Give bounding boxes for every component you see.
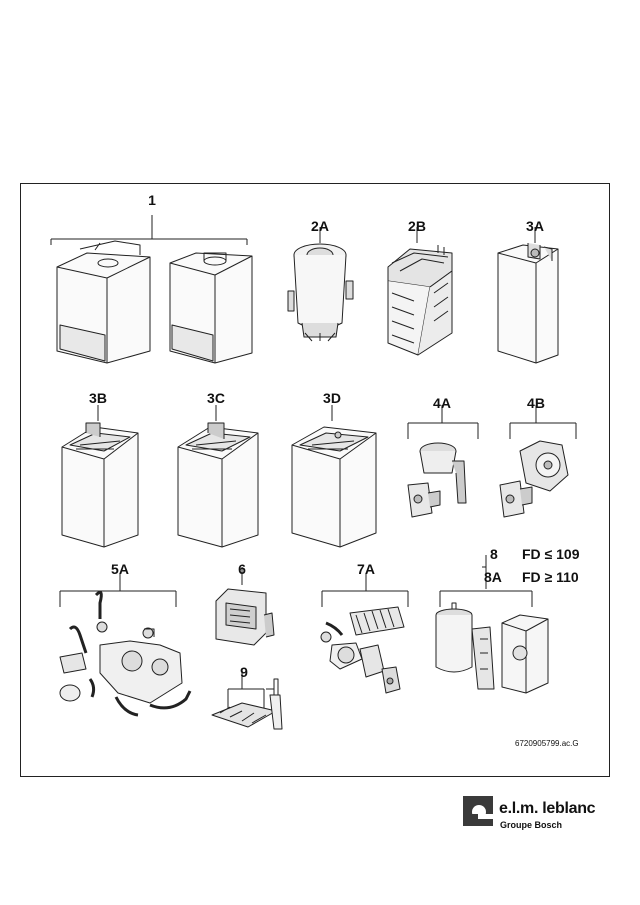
label-part-1: 1 <box>148 192 156 208</box>
label-part-3c: 3C <box>207 390 225 406</box>
part-4b-fan-valve <box>499 405 577 518</box>
logo-subtitle: Groupe Bosch <box>500 820 563 830</box>
label-part-4b: 4B <box>527 395 545 411</box>
brand-logo: e.l.m. leblanc Groupe Bosch <box>463 796 613 836</box>
label-part-2a: 2A <box>311 218 329 234</box>
label-part-9: 9 <box>240 664 248 680</box>
label-part-2b: 2B <box>408 218 426 234</box>
part-3c-cover <box>177 405 259 548</box>
note-part-8: FD ≤ 109 <box>522 546 580 562</box>
figure-reference: 6720905799.ac.G <box>515 739 579 748</box>
label-part-8a: 8A <box>484 569 502 585</box>
part-1-casings <box>50 215 253 364</box>
part-2b-exchanger <box>387 227 453 356</box>
part-3a-cover <box>497 227 559 364</box>
diagram-frame <box>20 183 610 777</box>
part-3b-cover <box>61 405 139 548</box>
part-5a-hydraulic-block <box>59 573 192 717</box>
part-9-accessory-kit <box>211 673 283 730</box>
label-part-3b: 3B <box>89 390 107 406</box>
logo-mark-icon <box>463 796 493 826</box>
part-8-expansion-vessel <box>435 555 549 694</box>
label-part-3d: 3D <box>323 390 341 406</box>
part-6-control-board <box>215 567 275 646</box>
parts-line-art <box>50 215 577 730</box>
part-3d-cover <box>291 405 377 548</box>
part-2a-heat-cell <box>287 227 354 342</box>
label-part-6: 6 <box>238 561 246 577</box>
label-part-5a: 5A <box>111 561 129 577</box>
label-part-8: 8 <box>490 546 498 562</box>
part-7a-plate-exchanger-pump <box>320 573 409 694</box>
logo-name: e.l.m. leblanc <box>499 800 596 817</box>
label-part-7a: 7A <box>357 561 375 577</box>
label-part-3a: 3A <box>526 218 544 234</box>
label-part-4a: 4A <box>433 395 451 411</box>
part-4a-fan-valve <box>407 405 479 518</box>
note-part-8a: FD ≥ 110 <box>522 569 579 585</box>
